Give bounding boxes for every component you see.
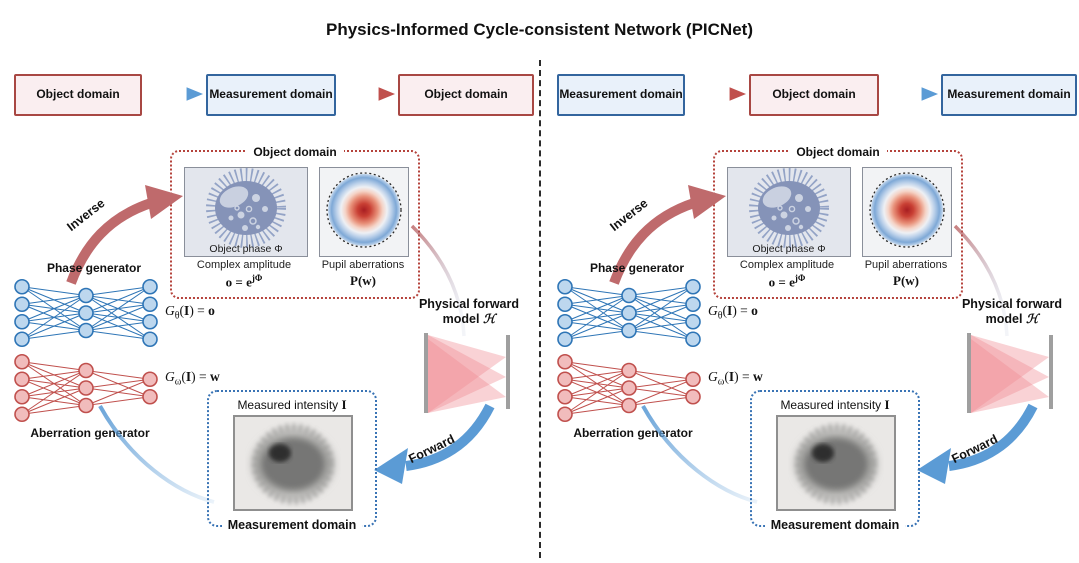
flow-box-label: Object domain	[772, 87, 856, 102]
pupil-formula: P(w)	[350, 273, 376, 288]
flow-box-measurement-domain: Measurement domain	[557, 74, 685, 116]
measurement-to-generator-connector	[641, 405, 758, 504]
object-domain-box: Object domain Object phase Φ	[713, 145, 963, 299]
phase-generator-network	[14, 278, 158, 348]
complex-amplitude-figure: Object phase Φ	[727, 167, 851, 257]
measured-intensity-figure	[233, 415, 353, 511]
flow-box-label: Object domain	[424, 87, 508, 102]
complex-amplitude-label: Complex amplitude	[196, 259, 292, 271]
measurement-to-generator-connector	[98, 405, 215, 504]
lens-system-icon	[424, 333, 510, 413]
flow-arrow-red-to-blue	[877, 87, 939, 101]
flow-arrow-blue-to-red	[685, 87, 747, 101]
measured-intensity-image	[235, 417, 351, 509]
complex-amplitude-formula: o = ejΦ	[225, 273, 263, 290]
pupil-aberrations-figure	[319, 167, 409, 257]
object-domain-title: Object domain	[715, 143, 961, 161]
phase-generator-network	[557, 278, 701, 348]
measured-intensity-figure	[776, 415, 896, 511]
phase-generator-label: Phase generator	[589, 261, 685, 275]
object-domain-title: Object domain	[172, 143, 418, 161]
phase-generator-equation: Gθ(I) = o	[165, 303, 215, 322]
phase-generator-label: Phase generator	[46, 261, 142, 275]
figure-title: Physics-Informed Cycle-consistent Networ…	[326, 20, 753, 39]
lens-system-icon	[967, 333, 1053, 413]
measured-intensity-label: Measured intensity I	[237, 397, 347, 412]
flow-box-object-domain: Object domain	[398, 74, 534, 116]
flow-box-label: Measurement domain	[947, 87, 1071, 102]
complex-amplitude-label: Complex amplitude	[739, 259, 835, 271]
aberration-generator-equation: Gω(I) = w	[708, 369, 763, 388]
forward-arrow	[374, 403, 495, 484]
object-to-model-connector	[953, 224, 1009, 337]
object-to-model-connector	[410, 224, 466, 337]
aberration-generator-equation: Gω(I) = w	[165, 369, 220, 388]
model-symbol: ℋ	[482, 312, 496, 326]
pupil-aberrations-image	[320, 168, 408, 256]
measurement-domain-box: Measured intensity I Measurement domain	[750, 390, 920, 532]
flow-box-label: Measurement domain	[559, 87, 683, 102]
measurement-domain-box: Measured intensity I Measurement domain	[207, 390, 377, 532]
complex-amplitude-figure: Object phase Φ	[184, 167, 308, 257]
physical-forward-model-label: Physical forward model ℋ	[961, 297, 1063, 326]
flow-box-object-domain: Object domain	[14, 74, 142, 116]
measurement-domain-title: Measurement domain	[752, 516, 918, 534]
aberration-generator-network	[557, 353, 701, 423]
flow-box-label: Object domain	[36, 87, 120, 102]
panel-left: Object domain Measurement domain Object …	[2, 0, 536, 563]
pupil-formula: P(w)	[893, 273, 919, 288]
object-phase-image	[185, 168, 307, 256]
flow-arrow-red-to-blue	[142, 87, 204, 101]
flow-box-object-domain: Object domain	[749, 74, 879, 116]
phase-generator-equation: Gθ(I) = o	[708, 303, 758, 322]
forward-arrow	[917, 403, 1038, 484]
inverse-arrow	[66, 185, 183, 285]
inverse-arrow	[609, 185, 726, 285]
measured-intensity-image	[778, 417, 894, 509]
object-phase-caption: Object phase Φ	[752, 243, 826, 255]
object-domain-box: Object domain Object phase Φ	[170, 145, 420, 299]
object-phase-caption: Object phase Φ	[209, 243, 283, 255]
measured-intensity-label: Measured intensity I	[780, 397, 890, 412]
pupil-aberrations-figure	[862, 167, 952, 257]
panel-divider	[539, 60, 541, 558]
pupil-aberrations-label: Pupil aberrations	[321, 259, 405, 271]
aberration-generator-network	[14, 353, 158, 423]
flow-box-label: Measurement domain	[209, 87, 333, 102]
flow-box-measurement-domain: Measurement domain	[206, 74, 336, 116]
pupil-aberrations-label: Pupil aberrations	[864, 259, 948, 271]
object-phase-image	[728, 168, 850, 256]
panel-right: Measurement domain Object domain Measure…	[545, 0, 1079, 563]
model-symbol: ℋ	[1025, 312, 1039, 326]
complex-amplitude-formula: o = ejΦ	[768, 273, 806, 290]
pupil-aberrations-image	[863, 168, 951, 256]
flow-box-measurement-domain: Measurement domain	[941, 74, 1077, 116]
physical-forward-model-label: Physical forward model ℋ	[418, 297, 520, 326]
flow-arrow-blue-to-red	[334, 87, 396, 101]
measurement-domain-title: Measurement domain	[209, 516, 375, 534]
